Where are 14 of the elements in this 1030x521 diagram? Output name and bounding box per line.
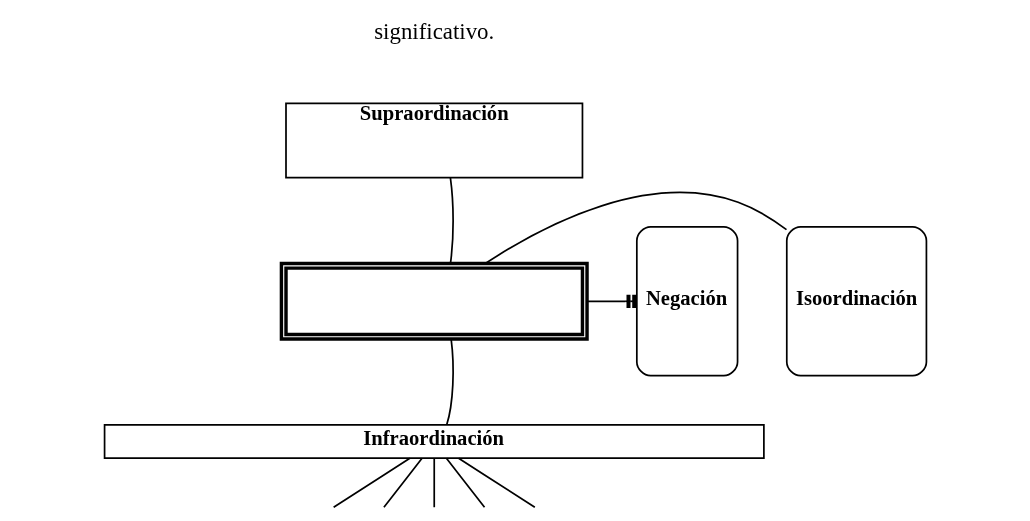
connector — [445, 457, 485, 509]
node-box: Negación — [635, 226, 738, 377]
node-box: Isoordinación — [785, 226, 927, 377]
connector — [382, 457, 423, 509]
connector — [332, 457, 411, 509]
node-box — [279, 261, 589, 341]
connector — [457, 457, 536, 509]
connector — [484, 191, 787, 265]
node-box: Infraordinación — [103, 424, 765, 459]
label: significativo. — [373, 19, 494, 45]
connector — [432, 457, 435, 509]
connector — [445, 338, 454, 426]
node-box: Supraordinación — [284, 102, 583, 179]
connector — [449, 177, 454, 265]
